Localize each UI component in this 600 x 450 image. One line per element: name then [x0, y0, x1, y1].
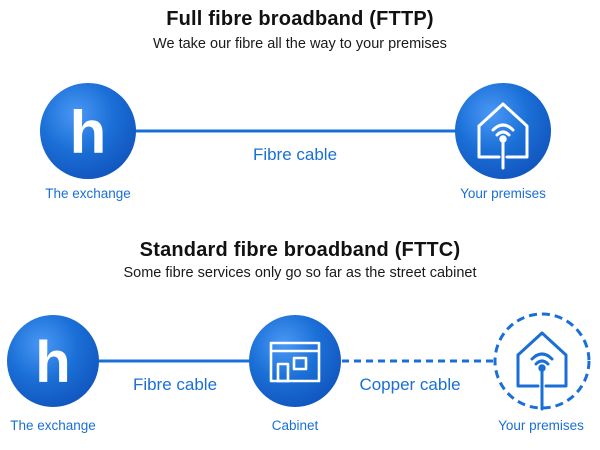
fttp-subtitle: We take our fibre all the way to your pr… [153, 36, 447, 52]
fttc-cabinet-label: Cabinet [271, 418, 319, 433]
house-wifi-icon [516, 331, 568, 411]
cabinet-icon [269, 341, 321, 383]
fttp-title: Full fibre broadband (FTTP) [166, 8, 434, 30]
house-wifi-icon [477, 102, 529, 170]
svg-text:h: h [70, 99, 107, 166]
fttc-exchange-node: h [7, 315, 99, 407]
h-logo-icon: h [70, 99, 107, 166]
fttc-title: Standard fibre broadband (FTTC) [139, 239, 461, 261]
fttp-exchange-node: h [40, 83, 136, 179]
fttp-premises-label: Your premises [460, 186, 546, 201]
fttc-subtitle: Some fibre services only go so far as th… [123, 265, 477, 281]
fttp-premises-node [455, 83, 551, 179]
fttc-premises-node [493, 312, 591, 411]
fttp-fibre-cable-label: Fibre cable [252, 145, 338, 164]
fttc-fibre-cable-label: Fibre cable [132, 375, 218, 394]
fttp-exchange-label: The exchange [45, 186, 131, 201]
fttc-exchange-label: The exchange [10, 418, 96, 433]
h-logo-icon: h [35, 330, 70, 395]
fttc-copper-cable-label: Copper cable [359, 375, 461, 394]
fttc-cabinet-node [249, 315, 341, 407]
svg-text:h: h [35, 330, 70, 395]
fttc-premises-label: Your premises [498, 418, 584, 433]
